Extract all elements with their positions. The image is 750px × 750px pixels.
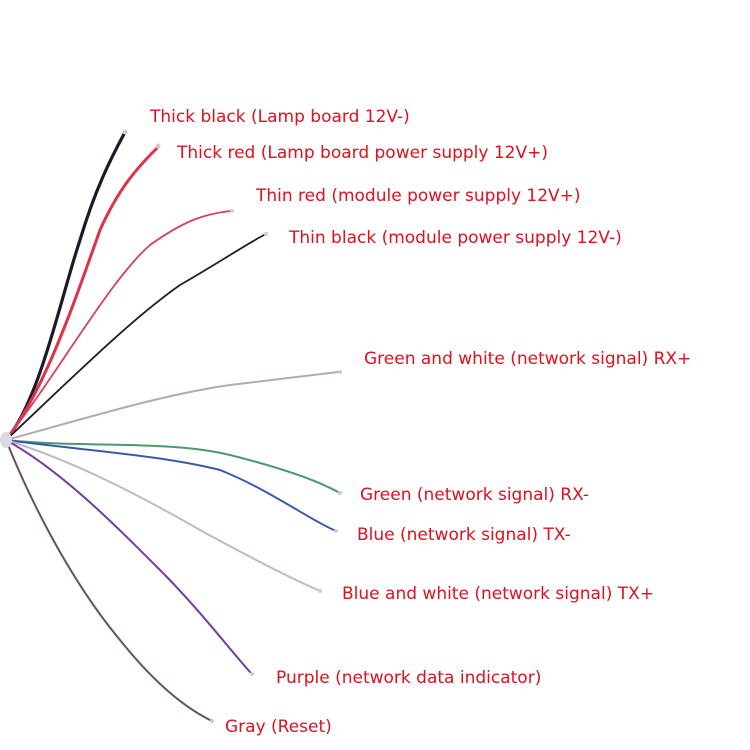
label-green: Green (network signal) RX- <box>360 485 590 505</box>
wire-tip <box>230 209 234 213</box>
wire-thin-red <box>5 209 234 441</box>
wire-purple <box>5 439 254 676</box>
wire-thick-black <box>4 129 128 442</box>
wire-tip <box>334 529 338 533</box>
wire-green <box>5 439 342 495</box>
wire-thick-red <box>4 143 161 442</box>
wire-path <box>5 439 339 493</box>
bundle-end <box>0 432 12 448</box>
wire-tip <box>250 672 254 676</box>
wire-tip <box>338 370 342 374</box>
wire-path <box>5 210 231 441</box>
wire-blue-white <box>5 439 322 593</box>
label-blue-white: Blue and white (network signal) TX+ <box>342 584 655 604</box>
label-gray: Gray (Reset) <box>225 717 332 737</box>
wire-gray <box>5 439 214 723</box>
label-blue: Blue (network signal) TX- <box>357 525 571 545</box>
label-thick-black: Thick black (Lamp board 12V-) <box>150 107 410 127</box>
wire-path <box>5 439 319 591</box>
wire-path <box>5 371 339 441</box>
label-purple: Purple (network data indicator) <box>276 668 542 688</box>
wire-blue <box>5 439 338 533</box>
label-thin-red: Thin red (module power supply 12V+) <box>256 186 581 206</box>
wire-tip <box>318 589 322 593</box>
wire-path <box>5 439 211 721</box>
wire-path <box>4 146 159 442</box>
wire-tip <box>264 232 268 236</box>
wire-path <box>4 132 126 442</box>
wire-tip <box>122 129 128 135</box>
wire-green-white <box>5 370 342 441</box>
label-thick-red: Thick red (Lamp board power supply 12V+) <box>177 143 549 163</box>
label-thin-black: Thin black (module power supply 12V-) <box>289 228 622 248</box>
wire-path <box>5 439 251 673</box>
wire-thin-black <box>5 232 268 441</box>
wire-tip <box>210 719 214 723</box>
wire-path <box>5 234 265 441</box>
label-green-white: Green and white (network signal) RX+ <box>364 349 692 369</box>
wire-tip <box>155 143 161 149</box>
wire-path <box>5 439 335 531</box>
wire-tip <box>338 491 342 495</box>
